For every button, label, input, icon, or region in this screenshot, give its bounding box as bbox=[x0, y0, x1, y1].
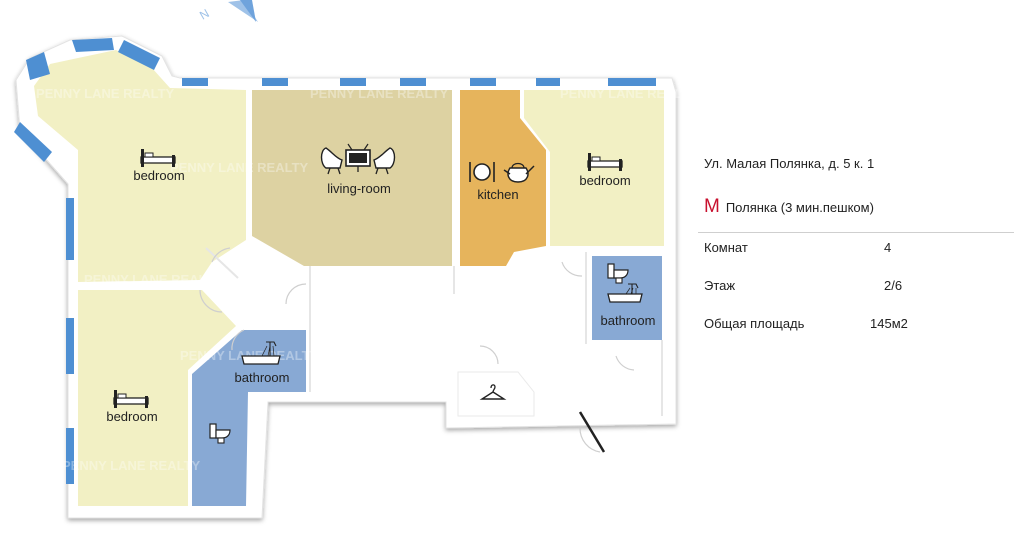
watermark-text: PENNY LANE REALTY bbox=[560, 86, 690, 101]
windows bbox=[14, 38, 656, 484]
watermark-text: PENNY LANE REALTY bbox=[62, 458, 201, 473]
kettle-icon bbox=[503, 162, 535, 183]
room-label-bedroom-top-right: bedroom bbox=[579, 173, 630, 188]
room-label-bathroom-right: bathroom bbox=[601, 313, 656, 328]
watermark-text: PENNY LANE REALTY bbox=[310, 86, 449, 101]
room-label-living-room: living-room bbox=[327, 181, 391, 196]
compass-north-arrow-icon: N bbox=[197, 0, 258, 23]
room-label-bedroom-bottom-left: bedroom bbox=[106, 409, 157, 424]
bathroom-center-room bbox=[192, 330, 306, 506]
room-label-bathroom-center: bathroom bbox=[235, 370, 290, 385]
bedroom-top-left-room bbox=[34, 50, 246, 282]
door-swings bbox=[199, 247, 635, 453]
watermark-text: PENNY LANE REALTY bbox=[36, 86, 175, 101]
info-row-floor: Этаж 2/6 bbox=[704, 278, 1016, 298]
watermark-text: PENNY LANE REALTY bbox=[170, 160, 309, 175]
watermark-text: PENNY LANE REALTY bbox=[84, 272, 223, 287]
info-row-label: Этаж bbox=[704, 278, 736, 293]
metro-icon: М bbox=[704, 196, 720, 217]
bed-icon bbox=[587, 153, 623, 171]
bedroom-top-right-room bbox=[524, 90, 664, 246]
info-row-label: Общая площадь bbox=[704, 316, 805, 331]
toilet-icon bbox=[607, 263, 629, 284]
info-row-value: 4 bbox=[884, 240, 892, 255]
info-row-value: 145м2 bbox=[870, 316, 908, 331]
bathtub-shower-icon bbox=[241, 341, 281, 365]
coat-hanger-icon bbox=[479, 384, 507, 400]
room-label-kitchen: kitchen bbox=[477, 187, 518, 202]
plate-cutlery-icon bbox=[469, 162, 495, 182]
metro-station: М Полянка (3 мин.пешком) bbox=[704, 196, 874, 218]
bathtub-shower-icon bbox=[607, 283, 643, 303]
bedroom-bottom-left-room bbox=[78, 290, 236, 506]
floor-plan: N bbox=[14, 0, 690, 519]
info-row-value: 2/6 bbox=[884, 278, 903, 293]
svg-text:N: N bbox=[197, 6, 212, 22]
bed-icon bbox=[113, 390, 149, 408]
kitchen-room bbox=[460, 90, 546, 266]
tv-armchairs-icon bbox=[320, 143, 396, 175]
info-divider bbox=[698, 232, 1014, 233]
bed-icon bbox=[140, 149, 176, 167]
info-row-area: Общая площадь 145м2 bbox=[704, 316, 1016, 336]
watermark: PENNY LANE REALTY PENNY LANE REALTY PENN… bbox=[36, 86, 690, 473]
toilet-icon bbox=[209, 423, 231, 444]
info-row-label: Комнат bbox=[704, 240, 748, 255]
interior-walls bbox=[205, 247, 663, 416]
room-label-bedroom-top-left: bedroom bbox=[133, 168, 184, 183]
info-row-rooms: Комнат 4 bbox=[704, 240, 1016, 260]
metro-station-text: Полянка (3 мин.пешком) bbox=[725, 200, 874, 215]
living-room-room bbox=[252, 90, 452, 266]
address-text: Ул. Малая Полянка, д. 5 к. 1 bbox=[704, 156, 875, 171]
